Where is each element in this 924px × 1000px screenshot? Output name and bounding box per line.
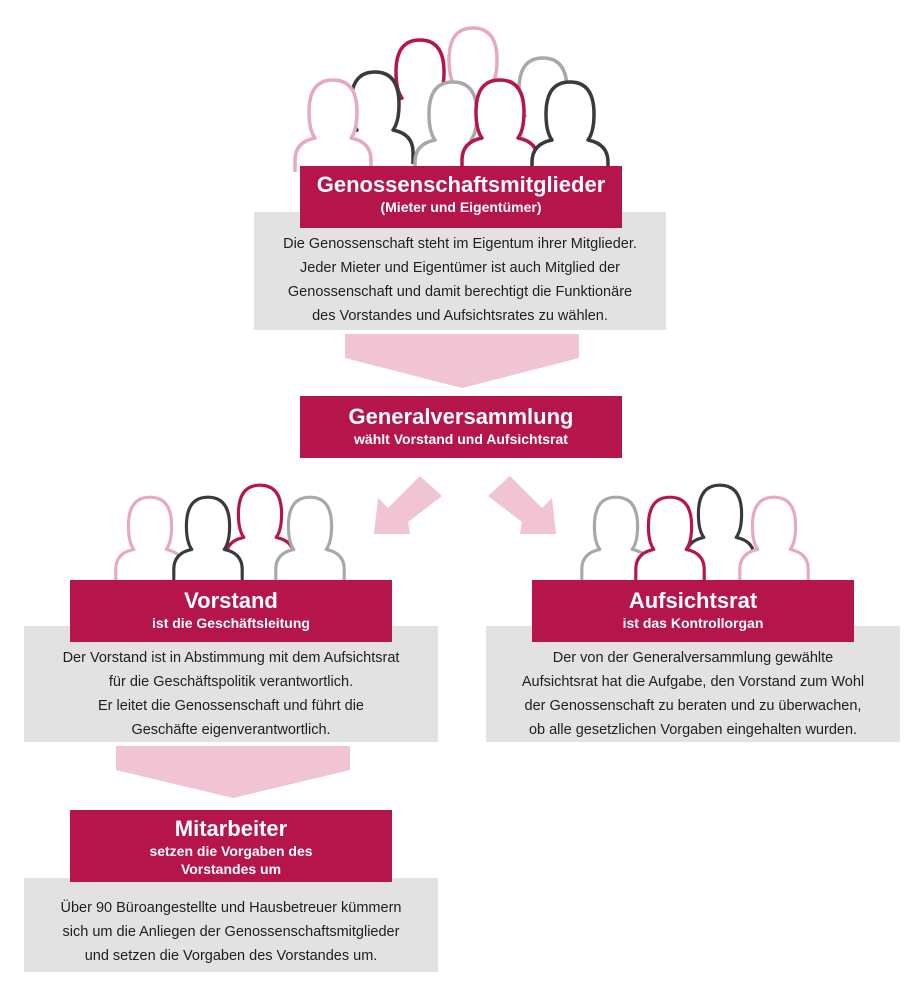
members-description-line: Genossenschaft und damit berechtigt die … <box>287 284 633 300</box>
supervisory-description-line: Aufsichtsrat hat die Aufgabe, den Vorsta… <box>521 674 865 690</box>
supervisory-description-panel: Der von der Generalversammlung gewählte … <box>486 626 900 742</box>
arrow-right-down-icon <box>488 476 556 534</box>
assembly-subtitle: wählt Vorstand und Aufsichtsrat <box>354 431 568 447</box>
board-title: Vorstand <box>184 588 278 613</box>
board-description-panel: Der Vorstand ist in Abstimmung mit dem A… <box>24 626 438 742</box>
supervisory-header: Aufsichtsrat ist das Kontrollorgan <box>532 580 854 642</box>
staff-description-line: Über 90 Büroangestellte und Hausbetreuer… <box>60 900 402 916</box>
staff-subtitle-line: setzen die Vorgaben des <box>149 843 313 859</box>
members-people-icon <box>293 26 610 174</box>
board-description-line: Er leitet die Genossenschaft und führt d… <box>98 698 364 714</box>
members-description-line: Jeder Mieter und Eigentümer ist auch Mit… <box>300 260 620 276</box>
supervisory-people-icon <box>580 483 810 581</box>
members-description-panel: Die Genossenschaft steht im Eigentum ihr… <box>254 212 666 330</box>
board-description-line: Geschäfte eigenverantwortlich. <box>131 722 331 738</box>
members-header: Genossenschaftsmitglieder (Mieter und Ei… <box>300 166 622 228</box>
staff-description-line: und setzen die Vorgaben des Vorstandes u… <box>84 948 378 964</box>
assembly-title: Generalversammlung <box>348 404 574 429</box>
supervisory-title: Aufsichtsrat <box>628 588 758 613</box>
staff-description-line: sich um die Anliegen der Genossenschafts… <box>62 924 400 940</box>
arrow-left-down-icon <box>374 476 442 534</box>
board-header: Vorstand ist die Geschäftsleitung <box>70 580 392 642</box>
arrow-down-icon <box>345 334 579 388</box>
assembly-header: Generalversammlung wählt Vorstand und Au… <box>300 396 622 458</box>
members-description-line: Die Genossenschaft steht im Eigentum ihr… <box>283 236 637 252</box>
supervisory-description-line: ob alle gesetzlichen Vorgaben eingehalte… <box>528 722 858 738</box>
supervisory-description-line: der Genossenschaft zu beraten und zu übe… <box>524 698 862 714</box>
supervisory-subtitle: ist das Kontrollorgan <box>622 615 764 631</box>
staff-subtitle-line: Vorstandes um <box>180 861 282 877</box>
supervisory-description-line: Der von der Generalversammlung gewählte <box>552 650 834 666</box>
staff-header: Mitarbeiter setzen die Vorgaben des Vors… <box>70 810 392 882</box>
board-subtitle: ist die Geschäftsleitung <box>152 615 310 631</box>
staff-description-panel: Über 90 Büroangestellte und Hausbetreuer… <box>24 878 438 972</box>
members-title: Genossenschaftsmitglieder <box>316 172 606 197</box>
members-subtitle: (Mieter und Eigentümer) <box>380 199 542 215</box>
arrow-down-icon <box>116 746 350 798</box>
board-people-icon <box>114 483 346 581</box>
members-description-line: des Vorstandes und Aufsichtsrates zu wäh… <box>312 308 608 324</box>
board-description-line: für die Geschäftspolitik verantwortlich. <box>108 674 354 690</box>
staff-title: Mitarbeiter <box>174 816 288 841</box>
board-description-line: Der Vorstand ist in Abstimmung mit dem A… <box>62 650 400 666</box>
